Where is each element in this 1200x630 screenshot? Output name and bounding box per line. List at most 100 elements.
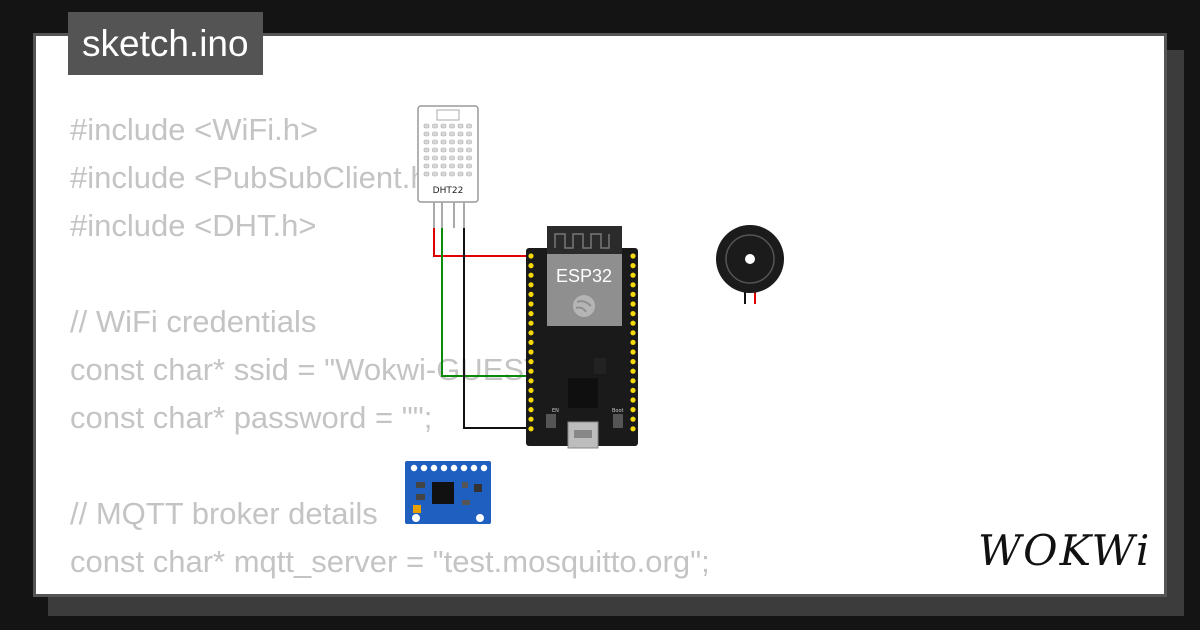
dht-vent	[449, 155, 455, 161]
dht-vent	[457, 155, 464, 161]
dht-vent	[440, 171, 447, 177]
esp32-pin	[630, 359, 636, 365]
dht-vent	[423, 147, 430, 153]
esp32-pin	[528, 253, 534, 259]
code-line: #include <PubSubClient.h>	[70, 160, 446, 195]
dht-vent	[440, 139, 447, 145]
dht-vent	[457, 131, 464, 137]
dht-vent	[432, 123, 438, 129]
esp32-pin	[528, 378, 534, 384]
dht-vent	[466, 139, 472, 145]
dht-vent	[457, 171, 464, 177]
esp32-pin	[630, 301, 636, 307]
mpu6050-pin	[470, 464, 478, 472]
file-name-tab: sketch.ino	[68, 12, 263, 75]
code-line: const char* ssid = "Wokwi-GUEST";	[70, 352, 563, 387]
espressif-logo-icon	[573, 295, 595, 317]
dht-vent	[440, 123, 447, 129]
code-line: const int mqtt_port = 1883;	[70, 586, 710, 594]
mpu6050-pin	[450, 464, 458, 472]
esp32-pin	[630, 387, 636, 393]
dht-vent	[457, 123, 464, 129]
esp32-pin	[630, 253, 636, 259]
esp32-pin	[528, 330, 534, 336]
esp32-pin	[630, 291, 636, 297]
dht-vent	[440, 131, 447, 137]
dht-vent	[432, 163, 438, 169]
esp32-pin	[528, 397, 534, 403]
esp32-label: ESP32	[556, 266, 612, 286]
dht-vent	[466, 163, 472, 169]
dht-vent	[457, 147, 464, 153]
dht-vent	[423, 123, 430, 129]
esp32-pin	[528, 426, 534, 432]
esp32-pin	[528, 416, 534, 422]
esp32-pin	[528, 263, 534, 269]
esp32-pin	[630, 378, 636, 384]
mpu6050-pin	[440, 464, 448, 472]
code-line: // WiFi credentials	[70, 304, 317, 339]
dht-vent	[466, 155, 472, 161]
dht-vent	[432, 171, 438, 177]
esp32-pin	[528, 407, 534, 413]
code-line: const char* password = "";	[70, 400, 433, 435]
code-line: // MQTT broker details	[70, 496, 378, 531]
wokwi-logo: WOKWi	[978, 526, 1152, 575]
mpu6050-pin	[460, 464, 468, 472]
wire-black	[463, 228, 530, 429]
esp32-pin	[630, 330, 636, 336]
esp32-pin	[528, 320, 534, 326]
dht-vent	[449, 123, 455, 129]
esp32-pin	[630, 397, 636, 403]
esp32-pin	[630, 368, 636, 374]
code-line: #include <WiFi.h>	[70, 112, 319, 147]
esp32-pin	[528, 368, 534, 374]
esp32-pin	[528, 282, 534, 288]
dht-vent	[449, 163, 455, 169]
dht-vent	[466, 123, 472, 129]
buzzer[interactable]	[716, 225, 784, 304]
dht-vent	[457, 139, 464, 145]
code-line: #include <DHT.h>	[70, 208, 317, 243]
dht-vent	[449, 131, 455, 137]
esp32-pin	[528, 349, 534, 355]
esp32-pin	[630, 407, 636, 413]
boot-label: Boot	[612, 408, 624, 414]
dht-vent	[457, 163, 464, 169]
esp32-pin	[630, 311, 636, 317]
esp32-pin	[528, 339, 534, 345]
mpu6050-pin	[410, 464, 418, 472]
dht-vent	[423, 131, 430, 137]
esp32-pin	[528, 301, 534, 307]
code-line: const char* mqtt_server = "test.mosquitt…	[70, 544, 710, 579]
code-line	[70, 442, 710, 490]
mpu6050-sensor[interactable]	[405, 461, 491, 524]
dht-vent	[466, 171, 472, 177]
dht-vent	[440, 155, 447, 161]
dht-vent	[449, 171, 455, 177]
esp32-pin	[630, 339, 636, 345]
dht-vent	[432, 155, 438, 161]
esp32-pin	[528, 359, 534, 365]
esp32-pin	[630, 263, 636, 269]
esp32-pin	[630, 282, 636, 288]
mpu6050-pin	[480, 464, 488, 472]
esp32-pin	[630, 349, 636, 355]
esp32-pin	[528, 291, 534, 297]
en-label: EN	[552, 408, 559, 414]
esp32-pin	[630, 320, 636, 326]
esp32-pin	[528, 311, 534, 317]
esp32-pin	[630, 272, 636, 278]
dht-vent	[466, 131, 472, 137]
wire-green	[441, 228, 530, 377]
dht-vent	[423, 171, 430, 177]
dht-vent	[440, 147, 447, 153]
dht-vent	[432, 139, 438, 145]
esp32-board[interactable]: ESP32 EN Boot	[526, 226, 638, 449]
dht-vent	[440, 163, 447, 169]
dht-vent	[432, 131, 438, 137]
wire-red	[433, 228, 530, 257]
dht-vent	[432, 147, 438, 153]
dht22-sensor[interactable]: DHT22	[417, 105, 479, 228]
